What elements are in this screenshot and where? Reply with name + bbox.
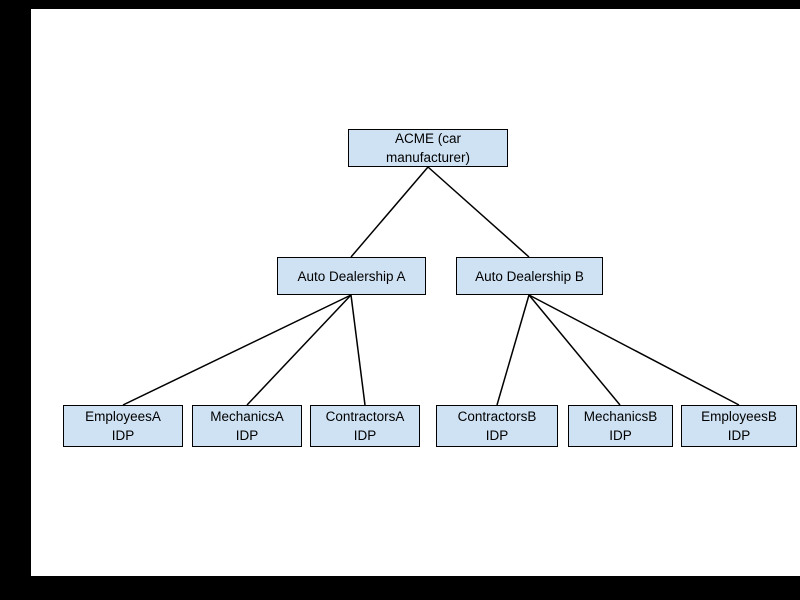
node-dealership-b-label: Auto Dealership B — [475, 268, 584, 284]
node-mechanics-a-idp-label-line2: IDP — [235, 428, 259, 443]
node-contractors-b-idp: ContractorsB IDP — [436, 405, 558, 447]
node-acme-label-line2: manufacturer) — [385, 150, 471, 165]
node-employees-a-idp: EmployeesA IDP — [63, 405, 183, 447]
node-employees-a-idp-label-line1: EmployeesA — [85, 409, 161, 424]
node-employees-a-idp-label-line2: IDP — [111, 428, 135, 443]
edge-dealership-b-employees-b-idp — [528, 294, 740, 406]
node-mechanics-a-idp: MechanicsA IDP — [192, 405, 302, 447]
node-employees-b-idp-label-line1: EmployeesB — [701, 409, 777, 424]
node-contractors-b-idp-label-line2: IDP — [485, 428, 509, 443]
node-contractors-a-idp-label-line1: ContractorsA — [325, 409, 405, 424]
edge-dealership-a-employees-a-idp — [122, 294, 352, 406]
node-dealership-b: Auto Dealership B — [456, 257, 603, 295]
node-dealership-a-label: Auto Dealership A — [297, 268, 406, 284]
node-contractors-a-idp: ContractorsA IDP — [310, 405, 420, 447]
edge-acme-dealership-a — [350, 166, 429, 258]
node-acme-label-line1: ACME (car — [394, 131, 461, 146]
node-contractors-b-idp-label-line1: ContractorsB — [457, 409, 537, 424]
edge-dealership-a-contractors-a-idp — [350, 294, 366, 406]
node-acme: ACME (car manufacturer) — [348, 129, 508, 167]
edge-acme-dealership-b — [427, 166, 530, 258]
node-mechanics-a-idp-label-line1: MechanicsA — [210, 409, 284, 424]
node-dealership-a: Auto Dealership A — [277, 257, 426, 295]
node-mechanics-b-idp-label-line1: MechanicsB — [583, 409, 658, 424]
node-mechanics-b-idp: MechanicsB IDP — [568, 405, 673, 447]
node-employees-b-idp-label-line2: IDP — [727, 428, 751, 443]
node-employees-b-idp: EmployeesB IDP — [681, 405, 797, 447]
node-contractors-a-idp-label-line2: IDP — [353, 428, 377, 443]
node-mechanics-b-idp-label-line2: IDP — [609, 428, 632, 443]
edge-dealership-a-mechanics-a-idp — [246, 294, 352, 406]
edge-dealership-b-contractors-b-idp — [496, 294, 530, 406]
edge-dealership-b-mechanics-b-idp — [528, 294, 621, 406]
